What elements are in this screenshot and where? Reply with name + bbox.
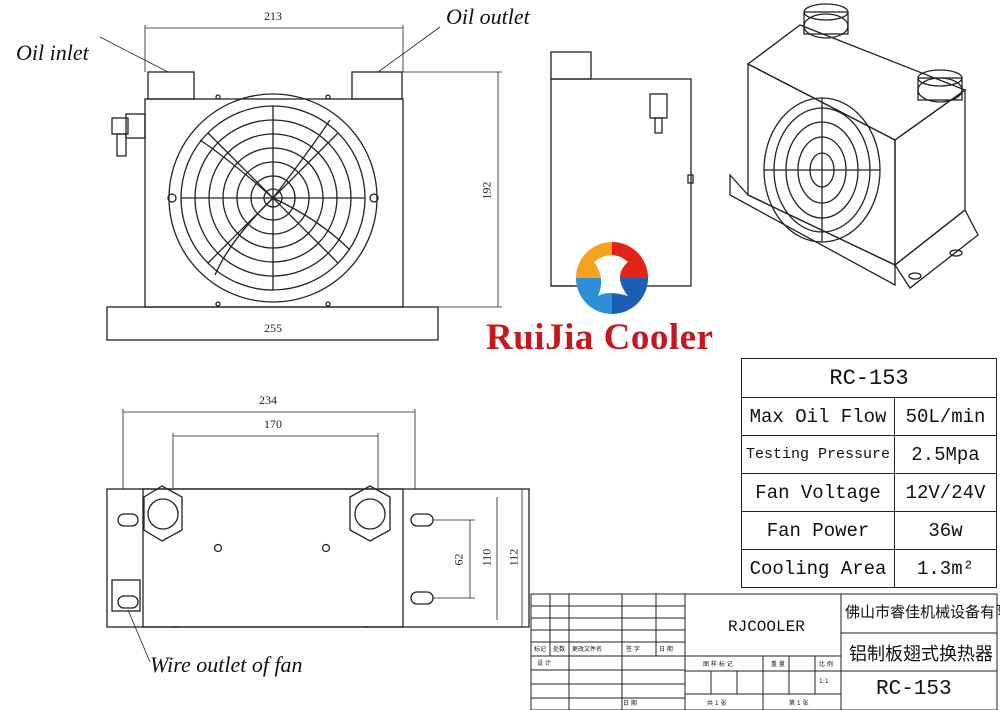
- stage-mark-label: 图 样 标 记: [703, 661, 733, 668]
- spec-value: 36w: [894, 511, 997, 550]
- header-count: 处数: [553, 646, 566, 653]
- sheet-total: 共 1 张: [707, 700, 727, 707]
- dim-height: 192: [479, 181, 494, 200]
- spec-model: RC-153: [741, 358, 997, 398]
- sheet-number: 第 1 张: [789, 700, 809, 707]
- title-block: 佛山市睿佳机械设备有限公司 铝制板翅式换热器 RC-153 RJCOOLER 标…: [531, 594, 1000, 710]
- spec-value: 1.3m²: [894, 549, 997, 588]
- bottom-view: [106, 409, 530, 663]
- spec-value: 2.5Mpa: [894, 435, 997, 474]
- spec-key: Fan Voltage: [740, 473, 896, 512]
- dim-slot-spacing: 62: [451, 553, 466, 566]
- spec-key: Cooling Area: [740, 549, 896, 588]
- title-block-center: RJCOOLER: [728, 618, 805, 636]
- spec-value: 12V/24V: [894, 473, 997, 512]
- header-mark: 标记: [534, 646, 547, 653]
- ruijia-logo: [576, 242, 648, 314]
- weight-label: 重 量: [771, 661, 785, 668]
- header-date: 日 期: [659, 646, 673, 653]
- oil-inlet-label: Oil inlet: [16, 40, 89, 65]
- wire-outlet-label: Wire outlet of fan: [150, 652, 303, 677]
- title-block-grid: [530, 593, 998, 710]
- dim-top-width: 213: [264, 9, 282, 23]
- header-sign: 签 字: [626, 646, 640, 653]
- dim-port-spacing: 170: [264, 417, 282, 431]
- spec-key: Fan Power: [740, 511, 896, 550]
- oil-outlet-label: Oil outlet: [446, 4, 530, 29]
- isometric-view: [729, 3, 979, 289]
- spec-key: Max Oil Flow: [740, 397, 896, 436]
- scale-label: 比 例: [819, 661, 833, 668]
- title-block-product: 铝制板翅式换热器: [849, 644, 993, 665]
- front-view: [99, 25, 502, 341]
- dim-outer-depth: 112: [506, 548, 521, 567]
- title-block-company: 佛山市睿佳机械设备有限公司: [845, 603, 1000, 621]
- brand-name: RuiJia Cooler: [486, 317, 714, 358]
- design-label: 设 计: [537, 660, 551, 667]
- dim-inner-depth: 110: [479, 548, 494, 567]
- title-block-drawing-no: RC-153: [876, 678, 952, 701]
- spec-key: Testing Pressure: [740, 435, 896, 474]
- scale-value: 1:1: [819, 678, 829, 685]
- dim-base-width: 255: [264, 321, 282, 335]
- header-file: 更改文件名: [572, 646, 603, 653]
- dim-bottom-outer: 234: [259, 393, 277, 407]
- date-label: 日 期: [623, 700, 637, 707]
- spec-value: 50L/min: [894, 397, 997, 436]
